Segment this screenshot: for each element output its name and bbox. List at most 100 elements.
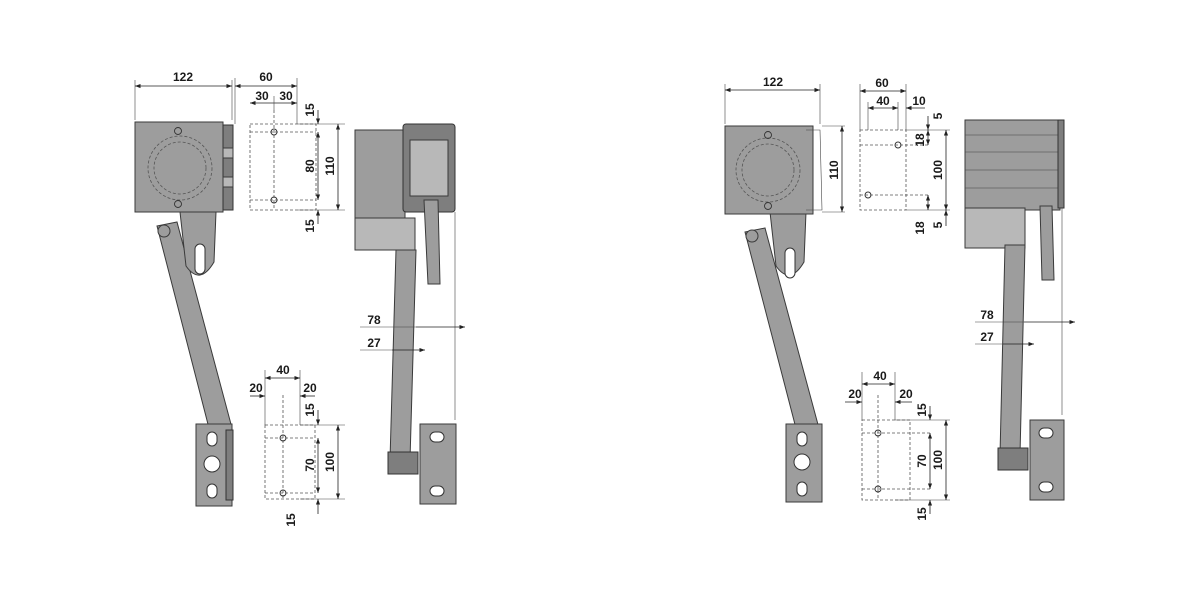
left-top-plate-width-label: 60 bbox=[259, 70, 273, 84]
left-side-view: 78 27 bbox=[354, 123, 465, 505]
right-front-view bbox=[724, 125, 823, 503]
left-bracket-slot-top bbox=[206, 431, 218, 447]
left-top-plate-height: 110 bbox=[323, 156, 337, 176]
right-bottom-plate-right-offset: 20 bbox=[899, 387, 913, 401]
right-height-label: 110 bbox=[827, 160, 841, 180]
right-bottom-plate-left-offset: 20 bbox=[848, 387, 862, 401]
left-bottom-plate-top-offset: 15 bbox=[303, 403, 317, 417]
right-bottom-plate-top-offset: 15 bbox=[915, 403, 929, 417]
right-top-plate-width: 60 bbox=[875, 76, 889, 90]
left-top-plate-hole-bottom bbox=[270, 196, 278, 204]
right-top-plate-hole-offset: 18 bbox=[913, 133, 927, 147]
left-side-cap-inner bbox=[409, 139, 449, 197]
left-front-view bbox=[134, 121, 234, 507]
left-flange-tab-2 bbox=[222, 176, 234, 188]
left-drum-inner bbox=[153, 141, 207, 195]
left-bracket-slot-bottom bbox=[206, 483, 218, 499]
left-top-plate-half-right: 30 bbox=[279, 89, 293, 103]
left-top-plate-top-offset: 15 bbox=[303, 103, 317, 117]
right-bracket-slot bbox=[784, 247, 796, 279]
right-side-endcap bbox=[1057, 119, 1065, 209]
left-flange-tab-1 bbox=[222, 147, 234, 159]
left-bottom-plate-left-offset: 20 bbox=[249, 381, 263, 395]
left-bottom-plate-bottom-offset: 15 bbox=[284, 513, 298, 527]
left-top-plate-half-left: 30 bbox=[255, 89, 269, 103]
left-bottom-plate-hole-bottom bbox=[279, 489, 287, 497]
left-bottom-plate-hole-top bbox=[279, 434, 287, 442]
right-box-hole-top bbox=[764, 131, 772, 139]
left-arm-pivot bbox=[157, 224, 171, 238]
right-top-plate-top-offset: 5 bbox=[931, 112, 945, 119]
right-bottom-plate-bottom-offset: 15 bbox=[915, 507, 929, 521]
right-box-hole-bottom bbox=[764, 202, 772, 210]
left-side-arm-depth: 78 bbox=[367, 313, 381, 327]
right-top-plate: 60 40 10 5 18 100 18 5 bbox=[859, 76, 950, 235]
right-arm-pivot bbox=[745, 229, 759, 243]
right-side-joint bbox=[997, 447, 1029, 471]
left-side-joint bbox=[387, 451, 419, 475]
right-top-plate-outline bbox=[859, 129, 907, 211]
left-drum-outline bbox=[147, 135, 213, 201]
left-bottom-plate-width: 40 bbox=[276, 363, 290, 377]
left-side-arm-width: 27 bbox=[367, 336, 381, 350]
right-side-arm-width: 27 bbox=[980, 330, 994, 344]
right-side-housing bbox=[964, 119, 1061, 211]
right-top-plate-hole-top bbox=[894, 141, 902, 149]
left-top-plate-hole-top bbox=[270, 128, 278, 136]
right-bracket-slot-top bbox=[796, 431, 808, 447]
right-bracket-pin bbox=[793, 453, 811, 471]
left-bottom-plate-height: 100 bbox=[323, 452, 337, 472]
left-bracket-slot bbox=[194, 243, 206, 275]
right-motor-handle bbox=[806, 129, 823, 211]
right-bottom-plate-outline bbox=[861, 419, 911, 501]
left-side-arm bbox=[389, 249, 417, 461]
left-side-handle bbox=[423, 199, 441, 285]
right-top-plate-inner-width: 40 bbox=[876, 94, 890, 108]
right-bottom-plate-height: 100 bbox=[931, 450, 945, 470]
right-side-arm-depth: 78 bbox=[980, 308, 994, 322]
right-drum-inner bbox=[741, 143, 795, 197]
left-bracket-pin bbox=[203, 455, 221, 473]
left-bottom-plate: 40 20 20 15 70 100 15 bbox=[249, 363, 345, 527]
left-side-bracket-slot-bottom bbox=[429, 485, 445, 497]
left-top-plate-outline bbox=[249, 123, 317, 211]
left-box-hole-top bbox=[174, 127, 182, 135]
left-box-hole-bottom bbox=[174, 200, 182, 208]
right-top-plate-height: 100 bbox=[931, 160, 945, 180]
left-width-label: 122 bbox=[173, 70, 193, 84]
right-drum-outline bbox=[735, 137, 801, 203]
right-motor-box bbox=[724, 125, 814, 215]
right-bottom-plate-width: 40 bbox=[873, 369, 887, 383]
right-bottom-plate: 40 20 20 15 70 100 15 bbox=[845, 369, 950, 521]
right-side-arm bbox=[999, 244, 1026, 456]
left-side-bracket-slot-top bbox=[429, 431, 445, 443]
left-motor-box bbox=[134, 121, 224, 213]
right-side-bracket-slot-bottom bbox=[1038, 481, 1054, 493]
right-bottom-plate-hole-top bbox=[874, 429, 882, 437]
right-top-plate-bottom-hole-offset: 18 bbox=[913, 221, 927, 235]
left-bottom-plate-hole-spacing: 70 bbox=[303, 458, 317, 472]
left-bottom-bracket-edge bbox=[225, 429, 234, 501]
left-motor-flange bbox=[222, 124, 234, 211]
right-dim-width: 122 110 bbox=[724, 75, 845, 213]
left-side-base bbox=[354, 217, 416, 251]
left-top-plate-bottom-offset: 15 bbox=[303, 219, 317, 233]
right-side-view: 78 27 bbox=[964, 119, 1075, 501]
right-width-label: 122 bbox=[763, 75, 783, 89]
left-bottom-plate-outline bbox=[264, 424, 316, 500]
left-arm-bracket bbox=[179, 211, 217, 276]
right-bracket-slot-bottom bbox=[796, 481, 808, 497]
right-side-handle bbox=[1039, 205, 1055, 281]
right-side-bracket-slot-top bbox=[1038, 427, 1054, 439]
right-side-base bbox=[964, 207, 1026, 249]
left-top-plate: 60 30 30 15 80 110 15 bbox=[234, 70, 345, 233]
left-top-plate-hole-spacing: 80 bbox=[303, 159, 317, 173]
left-bottom-plate-right-offset: 20 bbox=[303, 381, 317, 395]
right-top-plate-right-offset: 10 bbox=[912, 94, 926, 108]
right-bottom-plate-hole-spacing: 70 bbox=[915, 454, 929, 468]
right-bottom-plate-hole-bottom bbox=[874, 485, 882, 493]
left-dim-width: 122 bbox=[134, 70, 233, 120]
right-top-plate-hole-bottom bbox=[864, 191, 872, 199]
